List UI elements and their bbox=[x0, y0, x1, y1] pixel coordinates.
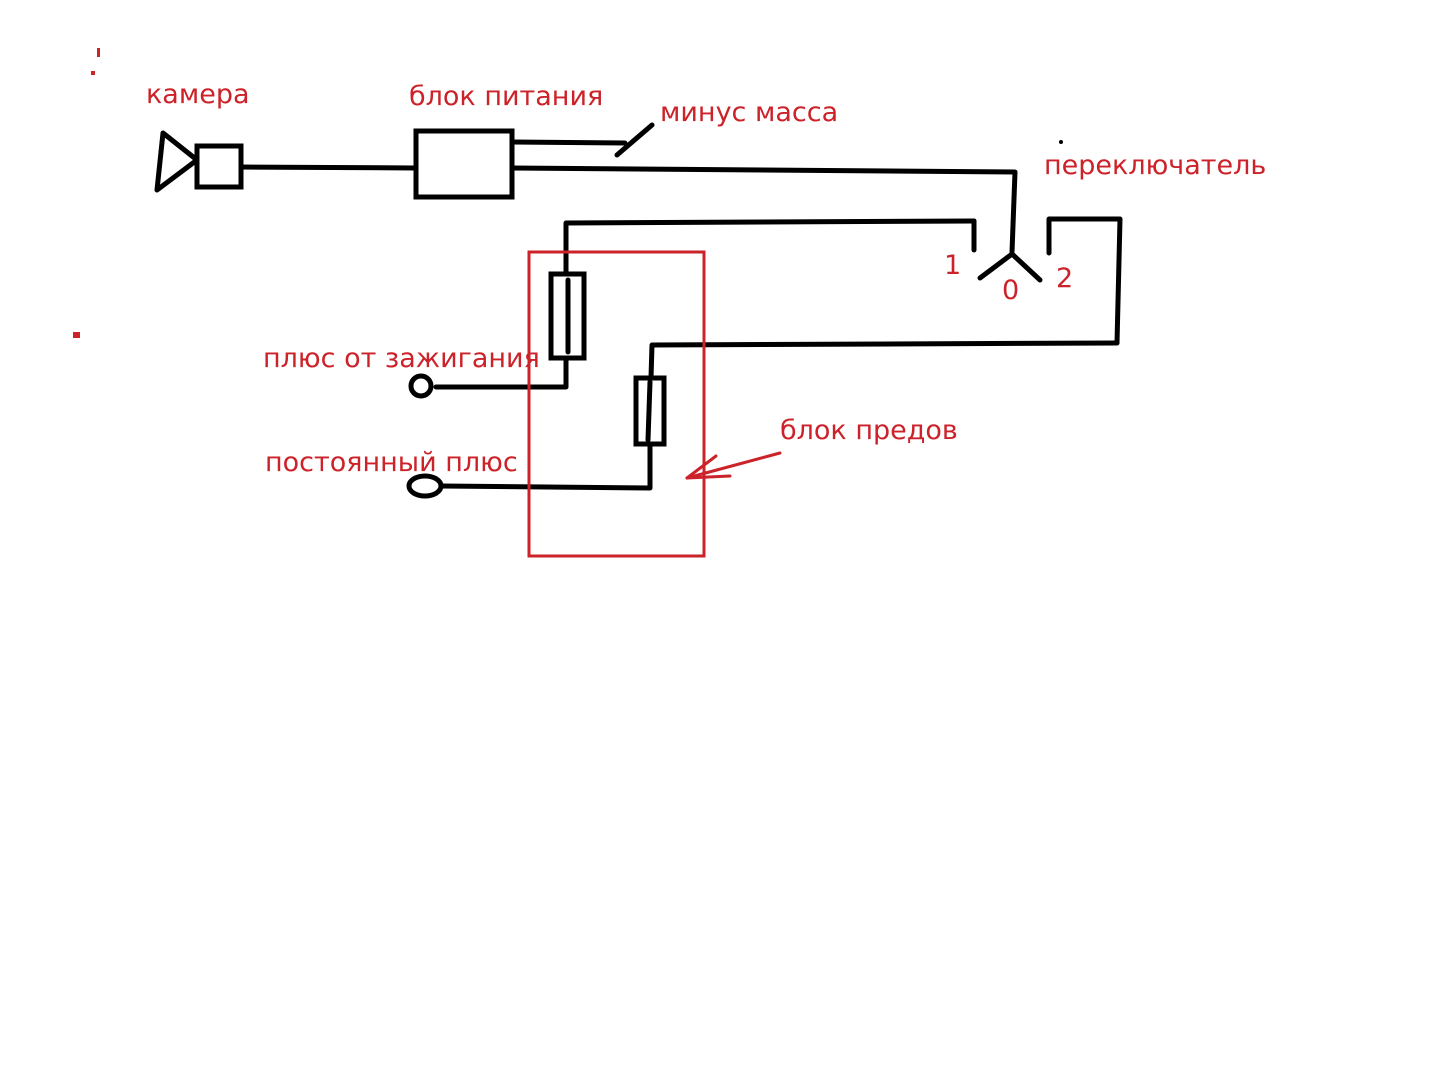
camera-wire bbox=[238, 164, 418, 171]
power-supply-block bbox=[413, 128, 515, 200]
fuse-block-outline bbox=[527, 250, 706, 558]
fuse-block-label: блок предов bbox=[780, 415, 958, 446]
position-0-label: 0 bbox=[1002, 275, 1019, 306]
fuse-2-element bbox=[645, 379, 653, 443]
constant-plus-label: постоянный плюс bbox=[265, 447, 518, 478]
supply-wire bbox=[509, 165, 1018, 255]
position-2-wire bbox=[648, 340, 1120, 381]
ignition-plus-label: плюс от зажигания bbox=[263, 343, 540, 374]
camera-icon bbox=[154, 130, 244, 193]
ground-leader bbox=[614, 122, 655, 158]
position-1-wire bbox=[563, 218, 977, 277]
minus-ground-label: минус масса bbox=[660, 97, 838, 128]
stray-mark bbox=[73, 332, 80, 338]
stray-mark bbox=[91, 71, 95, 75]
position-2-label: 2 bbox=[1056, 263, 1073, 294]
ground-wire bbox=[509, 139, 628, 146]
constant-terminal bbox=[406, 473, 444, 499]
position-1-label: 1 bbox=[944, 250, 961, 281]
stray-dot bbox=[1059, 140, 1063, 144]
camera-label: камера bbox=[146, 79, 250, 110]
switch-label: переключатель bbox=[1044, 150, 1266, 181]
ignition-terminal bbox=[408, 373, 434, 399]
arrow-icon bbox=[685, 451, 782, 480]
constant-wire bbox=[438, 441, 653, 491]
ignition-wire bbox=[433, 355, 569, 390]
stray-mark bbox=[97, 48, 100, 57]
power-supply-label: блок питания bbox=[409, 81, 603, 112]
switch-icon bbox=[971, 216, 1123, 346]
